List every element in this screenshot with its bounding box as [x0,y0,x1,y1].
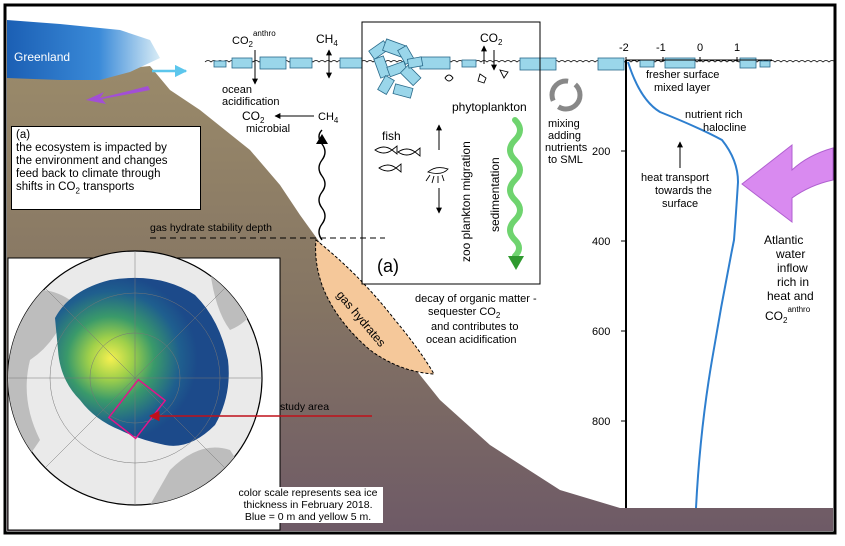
atlantic-label-4: rich in [777,275,809,289]
atlantic-co2-label: CO2anthro [765,305,811,325]
color-scale-caption: color scale represents sea ice thickness… [233,487,383,523]
gas-hydrates-deposit [315,239,435,375]
zooplankton-migration-label: zoo plankton migration [459,141,473,262]
ecosystem-note-box: (a) the ecosystem is impacted by the env… [11,126,201,210]
methane-seep-arrowhead [316,134,328,144]
top-tick-label: 0 [697,42,703,54]
profile-top-ticks: -2 -1 0 1 [619,42,740,62]
note-line-3: the environment and changes [16,155,168,167]
caption-line-1: color scale represents sea ice [238,487,378,499]
ice-block-pile [368,38,424,99]
atlantic-label-5: heat and [767,289,814,303]
ch4-mid-label: CH4 [318,111,339,125]
hydrate-stability-label: gas hydrate stability depth [150,222,272,234]
ocean-label: ocean [222,84,252,96]
caption-line-3: Blue = 0 m and yellow 5 m. [244,511,372,523]
heat-transport-label-3: surface [662,198,698,210]
atlantic-label-3: inflow [777,261,808,275]
depth-tick-label: 200 [592,146,610,158]
co2-anthro-label: CO2anthro [232,29,276,49]
top-tick-label: -2 [619,42,629,54]
sea-ice-floes [213,56,771,71]
fish-label: fish [382,129,401,143]
profile-depth-ticks: 200 400 600 800 [592,146,626,428]
note-line-2: the ecosystem is impacted by [16,142,167,154]
note-line-5: shifts in CO2 transports [16,181,135,196]
microbial-label: microbial [246,123,290,135]
heat-transport-label-1: heat transport [641,172,709,184]
mixing-label-1: mixing [548,118,580,130]
nutrient-rich-label: nutrient rich [685,109,742,121]
co2-box-label: CO2 [480,31,503,47]
panel-a-label: (a) [377,256,399,276]
decay-label-1: decay of organic matter - [415,293,537,305]
halocline-label: halocline [703,122,746,134]
heat-transport-label-2: towards the [655,185,712,197]
depth-tick-label: 800 [592,416,610,428]
salinity-profile-curve [627,61,740,509]
sedimentation-label: sedimentation [488,157,502,232]
greenland-glacier [7,20,160,80]
mixing-label-4: to SML [548,154,583,166]
sedimentation-arrowhead [508,256,524,270]
depth-tick-label: 600 [592,326,610,338]
greenland-label: Greenland [14,50,70,64]
fish-icons [374,145,421,173]
methane-seep-wave [318,129,326,241]
top-tick-label: 1 [734,42,740,54]
sedimentation-band [507,117,523,259]
top-tick-label: -1 [656,42,666,54]
co2-microbial-label: CO2 [242,109,265,125]
inflow-return-arrow [86,86,150,104]
note-title: (a) [16,129,31,141]
arctic-sea-ice-map [7,250,281,531]
note-line-4: feed back to climate through [16,168,161,180]
phytoplankton-label: phytoplankton [452,100,527,114]
atlantic-label-1: Atlantic [764,233,803,247]
decay-label-2: sequester CO2 [428,306,501,320]
plankton-glyphs [444,69,509,84]
mixing-label-3: nutrients [545,142,588,154]
ch4-top-label: CH4 [316,32,338,48]
mixing-cycle-icon [549,78,583,112]
atlantic-inflow-arrow [741,143,834,224]
study-area-label: study area [280,401,329,413]
mixed-layer-label: mixed layer [654,82,711,94]
depth-tick-label: 400 [592,236,610,248]
ecosystem-box [361,21,541,285]
acidification-label: acidification [222,96,279,108]
mixing-label-2: adding [548,130,581,142]
fresher-surface-label: fresher surface [646,69,719,81]
caption-line-2: thickness in February 2018. [243,499,373,511]
decay-label-4: ocean acidification [426,334,517,346]
atlantic-label-2: water [775,247,805,261]
profile-axes [625,59,772,508]
decay-label-3: and contributes to [431,321,518,333]
zooplankton-icon [425,167,449,184]
